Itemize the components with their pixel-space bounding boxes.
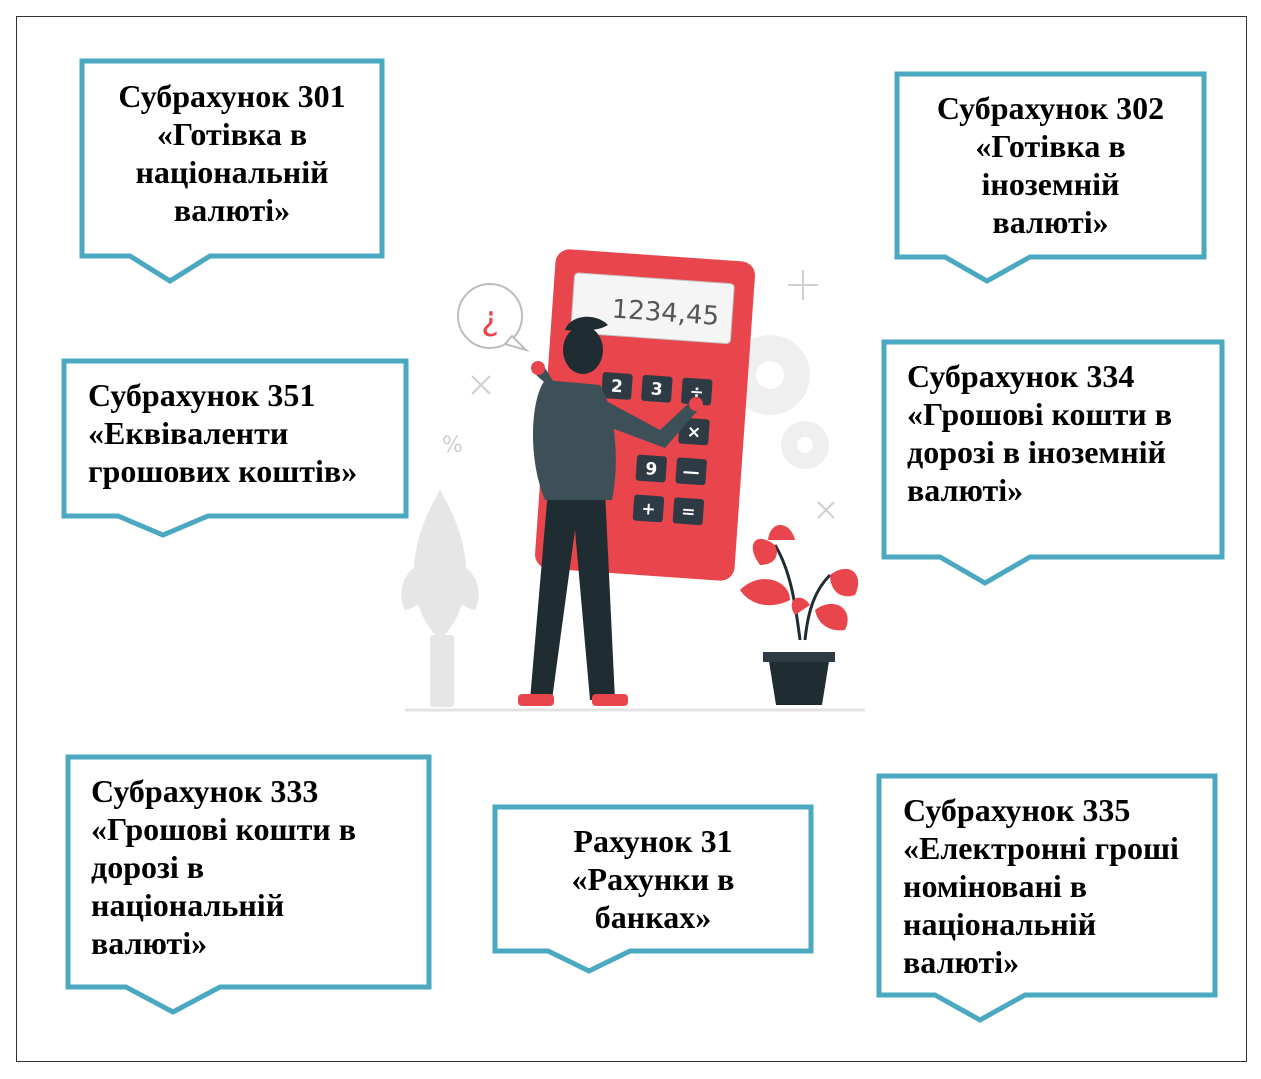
calc-key-equals: = — [681, 502, 697, 523]
callout-301-line-4: валюті» — [173, 192, 291, 228]
callout-334-line-3: дорозі в іноземній — [907, 434, 1166, 470]
speech-bubble: ¿ — [457, 283, 530, 353]
callout-301-line-1: Субрахунок 301 — [118, 78, 346, 114]
callout-302-line-2: «Готівка в — [975, 128, 1126, 164]
callout-333-text: Субрахунок 333 «Грошові кошти в дорозі в… — [91, 772, 429, 962]
callout-333-outline — [65, 754, 432, 1015]
callout-301-outline — [79, 58, 385, 284]
callout-334-line-1: Субрахунок 334 — [907, 358, 1135, 394]
callout-31-line-2: «Рахунки в — [571, 861, 735, 897]
callout-351-text: Субрахунок 351 «Еквіваленти грошових кош… — [88, 376, 406, 490]
callout-31-line-1: Рахунок 31 — [573, 823, 733, 859]
callout-333-line-3: дорозі в — [91, 849, 205, 885]
callout-31-line-3: банках» — [594, 899, 712, 935]
calc-key-3: 3 — [650, 379, 663, 400]
potted-plant — [740, 525, 859, 705]
callout-302-text: Субрахунок 302 «Готівка в іноземній валю… — [897, 89, 1204, 241]
callout-351-line-1: Субрахунок 351 — [88, 377, 316, 413]
calculator-display: 1234,45 — [611, 294, 720, 331]
callout-335-outline — [876, 773, 1218, 1023]
callout-334-line-4: валюті» — [907, 472, 1024, 508]
callout-301-text: Субрахунок 301 «Готівка в національній в… — [82, 77, 382, 229]
callout-335-line-2: «Електронні гроші — [903, 830, 1179, 866]
callout-301-line-2: «Готівка в — [156, 116, 308, 152]
callout-302-outline — [894, 71, 1207, 284]
callout-31-outline — [492, 804, 814, 974]
calc-key-2: 2 — [610, 377, 623, 398]
calc-key-plus: + — [641, 499, 657, 520]
callout-301-line-3: національній — [135, 154, 329, 190]
callout-302-line-4: валюті» — [992, 204, 1109, 240]
callout-334-outline — [881, 339, 1225, 586]
percent-icon: % — [442, 433, 463, 458]
callout-351-line-3: грошових коштів» — [88, 453, 358, 489]
sparkle-icon — [471, 270, 835, 519]
calc-key-9: 9 — [645, 459, 658, 480]
plant-left — [401, 490, 479, 707]
callout-333-line-2: «Грошові кошти в — [91, 811, 356, 847]
callout-302-line-3: іноземній — [981, 166, 1120, 202]
callout-335-line-3: номіновані в — [903, 868, 1088, 904]
callout-333-line-4: національній — [91, 887, 285, 923]
callout-333-line-1: Субрахунок 333 — [91, 773, 319, 809]
callout-335-line-1: Субрахунок 335 — [903, 792, 1131, 828]
callout-31-text: Рахунок 31 «Рахунки в банках» — [495, 822, 811, 936]
calc-key-minus: — — [682, 462, 700, 483]
callout-334-text: Субрахунок 334 «Грошові кошти в дорозі в… — [907, 357, 1222, 509]
callout-333-line-5: валюті» — [91, 925, 208, 961]
callout-351-line-2: «Еквіваленти — [88, 415, 289, 451]
person-figure — [518, 316, 703, 706]
callout-302-line-1: Субрахунок 302 — [936, 90, 1165, 126]
calc-key-multiply: × — [686, 422, 702, 443]
callout-335-line-5: валюті» — [903, 944, 1020, 980]
callout-335-text: Субрахунок 335 «Електронні гроші номінов… — [903, 791, 1215, 981]
callout-335-line-4: національній — [903, 906, 1097, 942]
callout-351-outline — [61, 358, 409, 538]
speech-bubble-glyph: ¿ — [481, 299, 499, 339]
callout-334-line-2: «Грошові кошти в — [907, 396, 1172, 432]
